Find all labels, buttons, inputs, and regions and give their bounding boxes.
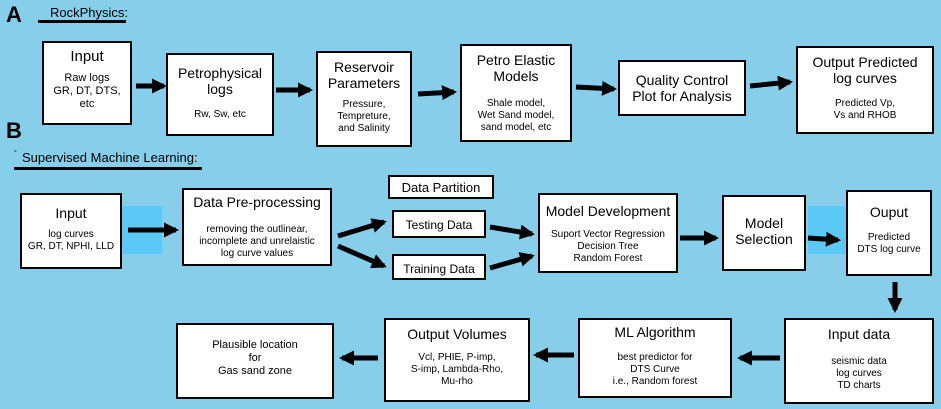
ml-volumes-box: Output Volumes Vcl, PHIE, P-imp, S-imp, … [384, 318, 530, 402]
ml-testing-box: Testing Data [392, 210, 486, 238]
rp-reservoir-title: Reservoir Parameters [327, 59, 401, 91]
rp-input-body: Raw logs GR, DT, DTS, etc [53, 72, 121, 110]
rp-petrophysical-box: Petrophysical logs Rw, Sw, etc [166, 53, 274, 136]
arrow-testing-to-modeldev [489, 224, 535, 240]
rp-output-title: Output Predicted log curves [812, 54, 918, 86]
ml-partition-title: Data Partition [401, 180, 481, 195]
rp-petroelastic-box: Petro Elastic Models Shale model, Wet Sa… [460, 44, 572, 142]
ml-ouput-body: Predicted DTS log curve [857, 232, 921, 255]
ml-ouput-title: Ouput [869, 204, 909, 220]
rp-petroelastic-body: Shale model, Wet Sand model, sand model,… [477, 98, 555, 133]
rp-input-box: Input Raw logs GR, DT, DTS, etc [42, 41, 132, 125]
rp-petrophysical-body: Rw, Sw, etc [194, 109, 246, 120]
ml-plausible-title: Plausible location for Gas sand zone [212, 339, 298, 377]
arrow-petroelastic-to-qc [575, 80, 617, 96]
ml-training-box: Training Data [392, 254, 486, 280]
rp-petroelastic-title: Petro Elastic Models [476, 52, 556, 84]
ml-plausible-box: Plausible location for Gas sand zone [176, 323, 334, 399]
arrow-qc-to-output [749, 75, 793, 91]
ml-algorithm-box: ML Algorithm best predictor for DTS Curv… [578, 318, 732, 398]
ml-inputdata-title: Input data [827, 326, 891, 342]
arrow-preprocessing-to-training [337, 243, 387, 269]
ml-algorithm-body: best predictor for DTS Curve i.e., Rando… [612, 352, 698, 387]
ml-input-title: Input [55, 205, 87, 221]
ml-testing-title: Testing Data [405, 218, 473, 232]
rp-output-box: Output Predicted log curves Predicted Vp… [796, 46, 934, 134]
rp-reservoir-body: Pressure, Tempreture, and Salinity [337, 99, 391, 134]
section-a-underline [38, 20, 126, 23]
ml-training-title: Training Data [403, 262, 475, 276]
section-b-underline [14, 167, 202, 170]
ml-algorithm-title: ML Algorithm [614, 324, 696, 340]
ml-modeldev-title: Model Development [545, 203, 671, 219]
rp-qc-box: Quality Control Plot for Analysis [618, 60, 746, 116]
rp-petrophysical-title: Petrophysical logs [177, 65, 263, 97]
ml-preprocessing-body: removing the outlinear, incomplete and u… [199, 224, 315, 259]
section-b-bullet: ° [14, 150, 17, 157]
ml-preprocessing-title: Data Pre-processing [193, 194, 321, 210]
ml-input-box: Input log curves GR, DT, NPHI, LLD [20, 193, 122, 269]
ml-ouput-box: Ouput Predicted DTS log curve [846, 190, 932, 276]
arrow-selection-to-ouput [807, 231, 841, 247]
rp-reservoir-box: Reservoir Parameters Pressure, Tempretur… [316, 51, 412, 147]
ml-volumes-title: Output Volumes [407, 326, 507, 342]
ml-inputdata-box: Input data seismic data log curves TD ch… [784, 318, 934, 404]
section-a-title: RockPhysics: [50, 5, 129, 20]
rp-qc-title: Quality Control Plot for Analysis [632, 72, 732, 104]
arrow-preprocessing-to-testing [337, 218, 387, 239]
section-a-letter: A [6, 2, 22, 27]
arrow-reservoir-to-petroelastic [417, 85, 457, 101]
section-b-letter: B [6, 118, 22, 143]
ml-selection-box: Model Selection [722, 195, 806, 271]
arrow-training-to-modeldev [489, 252, 535, 271]
rp-output-body: Predicted Vp, Vs and RHOB [833, 98, 897, 121]
ml-inputdata-body: seismic data log curves TD charts [831, 356, 887, 391]
ml-volumes-body: Vcl, PHIE, P-imp, S-imp, Lambda-Rho, Mu-… [410, 352, 504, 387]
ml-preprocessing-box: Data Pre-processing removing the outline… [182, 188, 332, 266]
ml-modeldev-box: Model Development Suport Vector Regressi… [538, 193, 678, 273]
ml-modeldev-body: Suport Vector Regression Decision Tree R… [551, 229, 665, 264]
section-b-title: Supervised Machine Learning: [22, 150, 198, 165]
ml-partition-box: Data Partition [388, 175, 494, 199]
ml-selection-title: Model Selection [735, 215, 793, 247]
rp-input-title: Input [70, 48, 104, 65]
ml-input-body: log curves GR, DT, NPHI, LLD [27, 229, 115, 252]
